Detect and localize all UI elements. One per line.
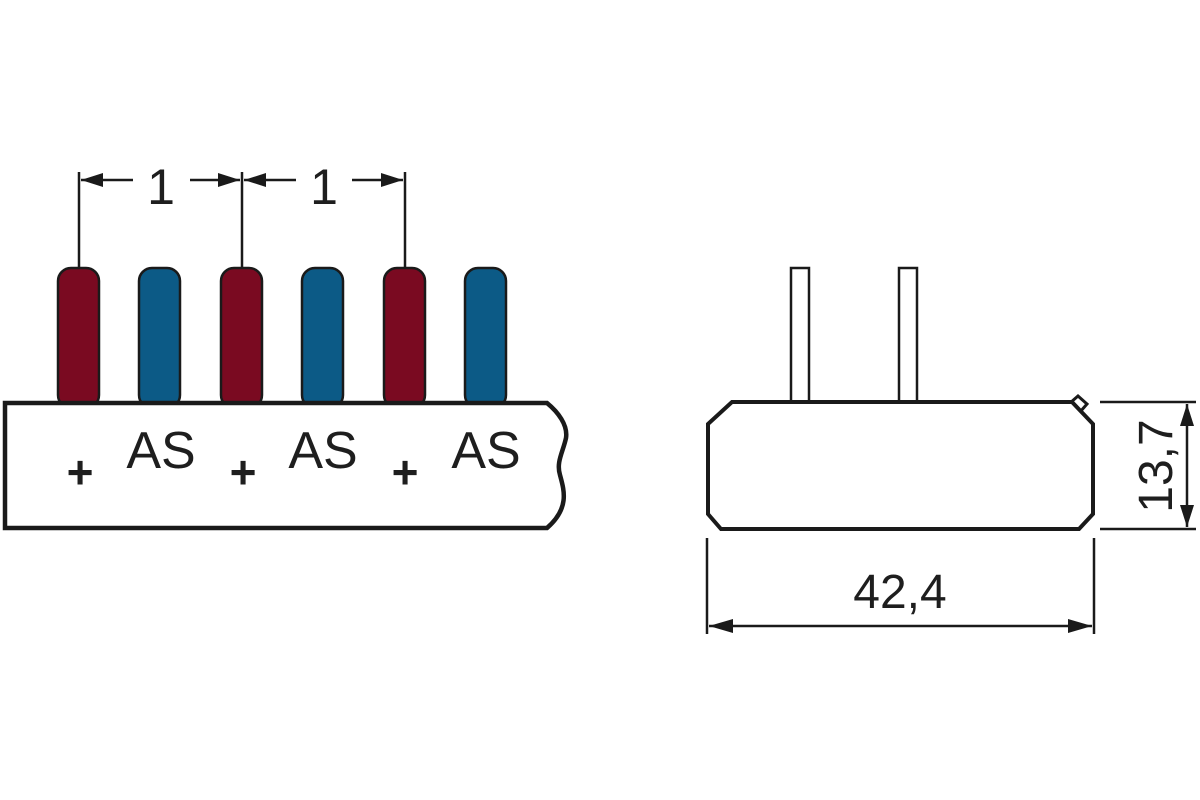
width-label: 42,4: [853, 566, 946, 619]
front-view: 1 1 + AS + AS + AS: [2, 159, 569, 531]
pin-positive: [219, 266, 264, 410]
pin-as: [300, 266, 345, 410]
pin-positive: [56, 266, 101, 410]
as-label-1: AS: [126, 422, 195, 480]
height-label: 13,7: [1130, 419, 1183, 512]
plus-label-3: +: [392, 446, 419, 498]
side-body: [706, 400, 1095, 531]
side-pin-2: [897, 266, 919, 405]
plus-label-2: +: [230, 446, 257, 498]
pin-as: [137, 266, 182, 410]
side-pin-1: [789, 266, 811, 405]
pitch-label-2: 1: [310, 159, 338, 215]
pitch-dimension-2: 1: [244, 159, 403, 215]
pin-row: [56, 266, 508, 410]
pin-positive: [382, 266, 427, 410]
plus-label-1: +: [67, 446, 94, 498]
side-body-tab: [1069, 394, 1090, 413]
height-dimension-line: [1180, 404, 1194, 527]
busbar-body: [2, 400, 569, 531]
side-view: 42,4 13,7: [705, 266, 1196, 634]
as-label-3: AS: [451, 422, 520, 480]
pitch-dimension-1: 1: [81, 159, 240, 215]
pin-as: [463, 266, 508, 410]
as-label-2: AS: [288, 422, 357, 480]
width-dimension-line: [709, 619, 1092, 633]
pitch-label-1: 1: [147, 159, 175, 215]
